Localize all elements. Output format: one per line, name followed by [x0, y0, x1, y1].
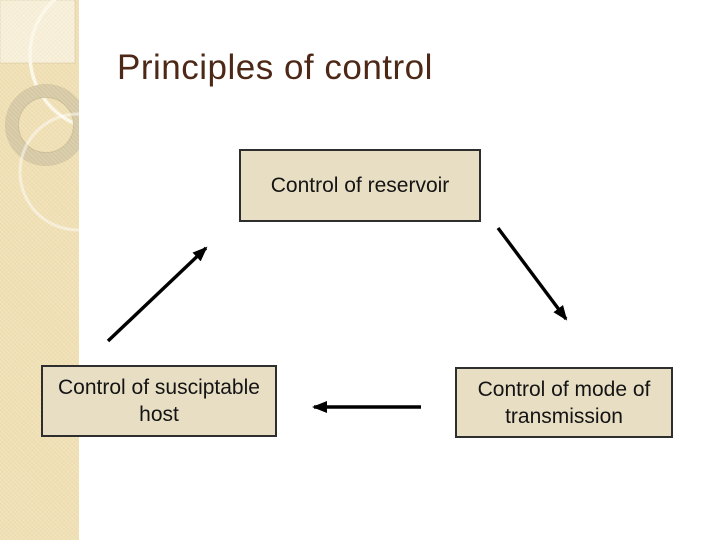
node-label-line: transmission: [505, 404, 623, 428]
node-label-line: Control of susciptable: [58, 376, 260, 399]
ring-decoration: [5, 84, 79, 166]
node-control-of-mode-of-transmission: Control of mode of transmission: [455, 367, 673, 438]
slide-title: Principles of control: [117, 48, 433, 87]
node-control-of-reservoir: Control of reservoir: [239, 149, 481, 222]
ring-inner-edge-decoration: [18, 97, 74, 153]
node-control-of-susceptible-host: Control of susciptable host: [41, 365, 277, 437]
node-label-line: Control of mode of: [477, 377, 651, 401]
node-label-line: host: [139, 403, 179, 426]
arrow-reservoir-to-transmission: [496, 226, 568, 321]
faint-circle-outline-decoration: [18, 112, 79, 232]
left-accent-band: [0, 0, 79, 540]
circle-outline-decoration: [28, 0, 79, 128]
corner-rectangle-decoration: [0, 0, 76, 64]
band-background: [0, 0, 79, 540]
node-label: Control of reservoir: [270, 174, 450, 197]
arrow-host-to-reservoir: [106, 246, 208, 343]
